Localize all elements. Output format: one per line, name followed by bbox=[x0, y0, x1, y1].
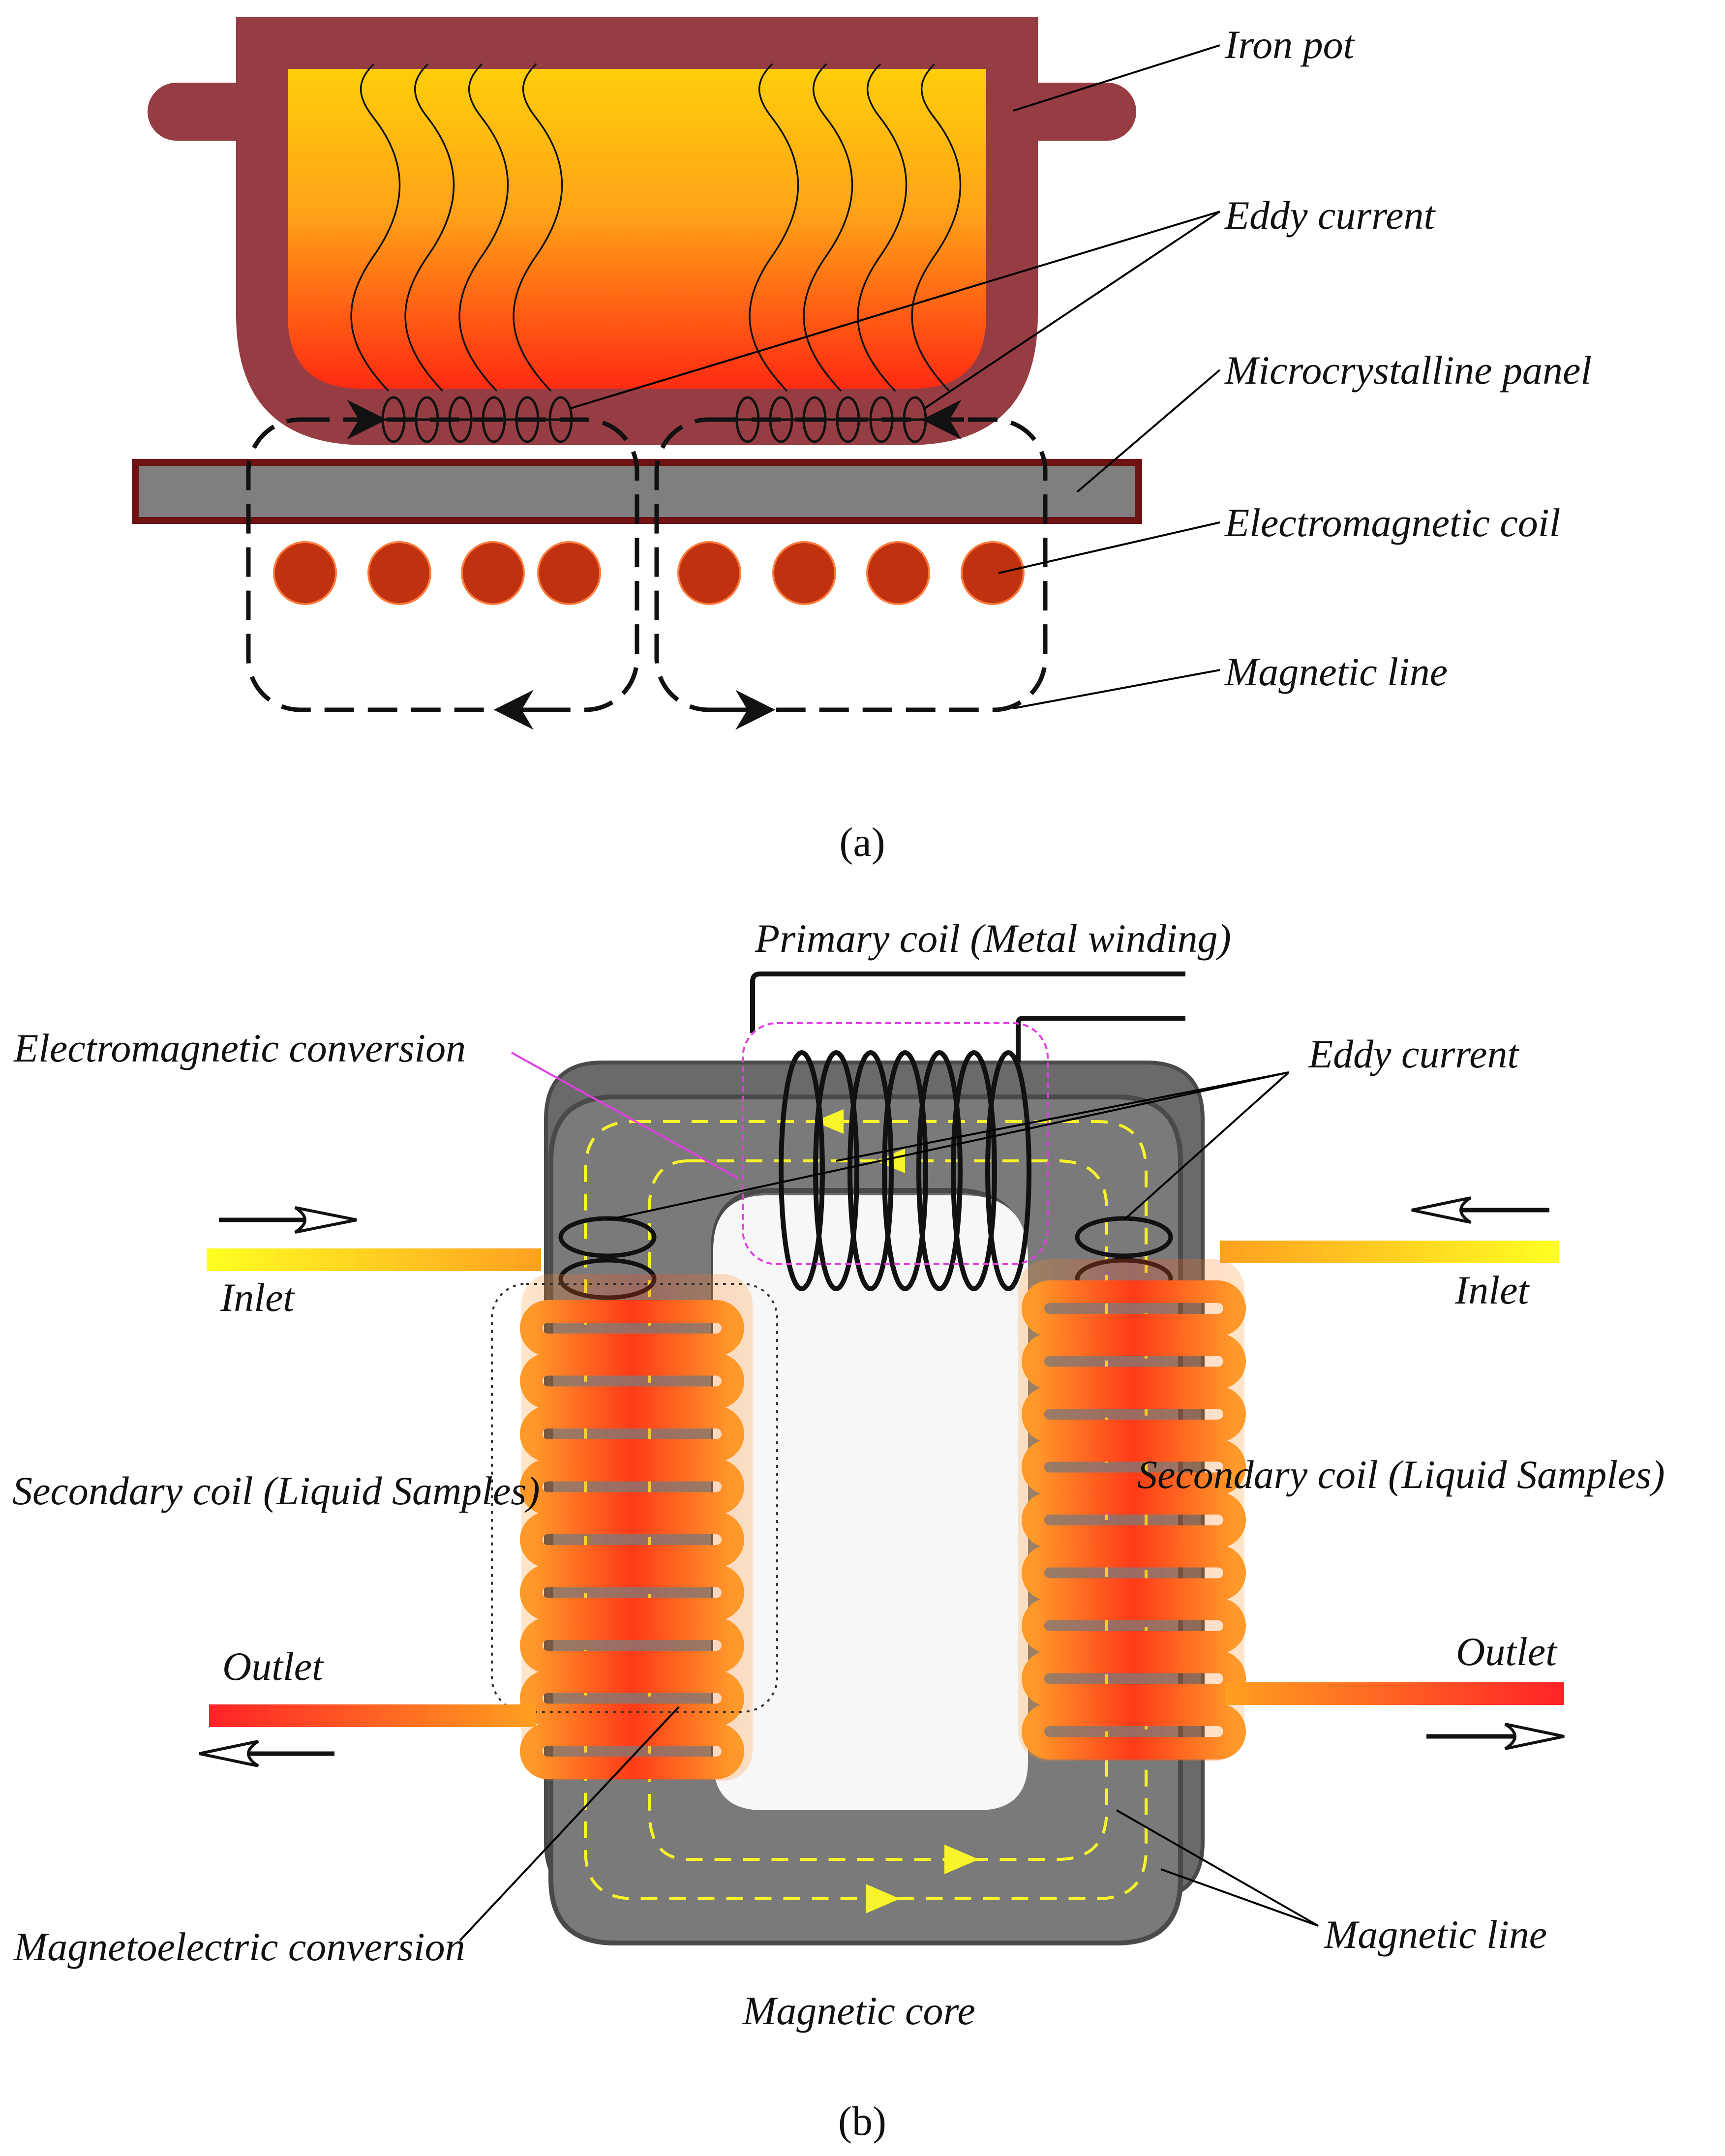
label-secondary-coil-right: Secondary coil (Liquid Samples) bbox=[1137, 1452, 1665, 1497]
label-inlet-right: Inlet bbox=[1454, 1268, 1530, 1312]
arrow-inlet-left bbox=[219, 1206, 357, 1234]
secondary-coil-left-ring bbox=[520, 1723, 744, 1779]
label-electromagnetic-coil: Electromagnetic coil bbox=[1224, 500, 1560, 545]
secondary-coil-left-ring bbox=[520, 1353, 744, 1409]
label-secondary-coil-left: Secondary coil (Liquid Samples) bbox=[12, 1468, 540, 1513]
iron-pot bbox=[148, 17, 1136, 445]
secondary-coil-right bbox=[1018, 1259, 1246, 1761]
secondary-coil-right-ring bbox=[1022, 1703, 1246, 1760]
arrow-outlet-left bbox=[199, 1740, 334, 1767]
label-eddy-current-b: Eddy current bbox=[1308, 1032, 1520, 1076]
inlet-pipe-left bbox=[207, 1248, 541, 1271]
core-magnetic-dashes bbox=[584, 1109, 1148, 1913]
panel-b: Primary coil (Metal winding) Electromagn… bbox=[12, 916, 1665, 2144]
panel-a-leaders bbox=[570, 44, 1221, 709]
secondary-coil-left-ring bbox=[520, 1512, 744, 1568]
secondary-coil-right-ring bbox=[1022, 1280, 1246, 1336]
label-magnetoelectric-conversion: Magnetoelectric conversion bbox=[13, 1924, 465, 1969]
secondary-coil-right-ring bbox=[1022, 1333, 1246, 1390]
secondary-coil-left-ring bbox=[520, 1406, 744, 1462]
secondary-coil-left-ring bbox=[520, 1564, 744, 1621]
label-inlet-left: Inlet bbox=[220, 1275, 295, 1320]
caption-b: (b) bbox=[838, 2098, 886, 2144]
primary-coil bbox=[742, 972, 1185, 1291]
panel-b-leaders bbox=[459, 1052, 1319, 1942]
pipes bbox=[207, 1241, 1564, 1727]
secondary-coil-left-ring bbox=[520, 1300, 744, 1356]
label-magnetic-line-b: Magnetic line bbox=[1324, 1912, 1547, 1957]
secondary-coil-left-ring bbox=[520, 1670, 744, 1727]
inlet-pipe-right bbox=[1220, 1241, 1559, 1263]
label-eddy-current-a: Eddy current bbox=[1224, 193, 1436, 238]
heat-waves bbox=[350, 63, 962, 392]
secondary-coil-right-ring bbox=[1022, 1439, 1246, 1495]
secondary-coil-left-ring bbox=[520, 1458, 744, 1515]
label-electromagnetic-conversion: Electromagnetic conversion bbox=[13, 1026, 466, 1070]
caption-a: (a) bbox=[839, 820, 885, 865]
secondary-coil-right-ring bbox=[1022, 1650, 1246, 1707]
electromagnetic-coil-dots bbox=[273, 541, 1025, 605]
secondary-coil-right-ring bbox=[1022, 1545, 1246, 1601]
secondary-coil-left-ring bbox=[520, 1617, 744, 1673]
arrow-outlet-right bbox=[1426, 1723, 1565, 1750]
outlet-pipe-left bbox=[209, 1704, 536, 1727]
label-outlet-left: Outlet bbox=[222, 1644, 324, 1689]
panel-a: Iron pot Eddy current Microcrystalline p… bbox=[132, 17, 1592, 865]
label-microcrystalline-panel: Microcrystalline panel bbox=[1224, 348, 1592, 393]
label-magnetic-line-a: Magnetic line bbox=[1224, 649, 1448, 694]
secondary-coil-right-ring bbox=[1022, 1386, 1246, 1442]
outlet-pipe-right bbox=[1225, 1682, 1564, 1705]
label-primary-coil: Primary coil (Metal winding) bbox=[755, 916, 1231, 961]
magnetic-line-loops bbox=[246, 399, 1048, 730]
flow-arrows bbox=[199, 1196, 1565, 1767]
arrow-inlet-right bbox=[1411, 1196, 1549, 1224]
label-outlet-right: Outlet bbox=[1456, 1629, 1558, 1674]
secondary-coil-right-ring bbox=[1022, 1598, 1246, 1654]
label-magnetic-core: Magnetic core bbox=[742, 1988, 975, 2033]
label-iron-pot: Iron pot bbox=[1224, 22, 1356, 67]
secondary-coil-left bbox=[491, 1274, 778, 1781]
secondary-coil-right-ring bbox=[1022, 1492, 1246, 1548]
